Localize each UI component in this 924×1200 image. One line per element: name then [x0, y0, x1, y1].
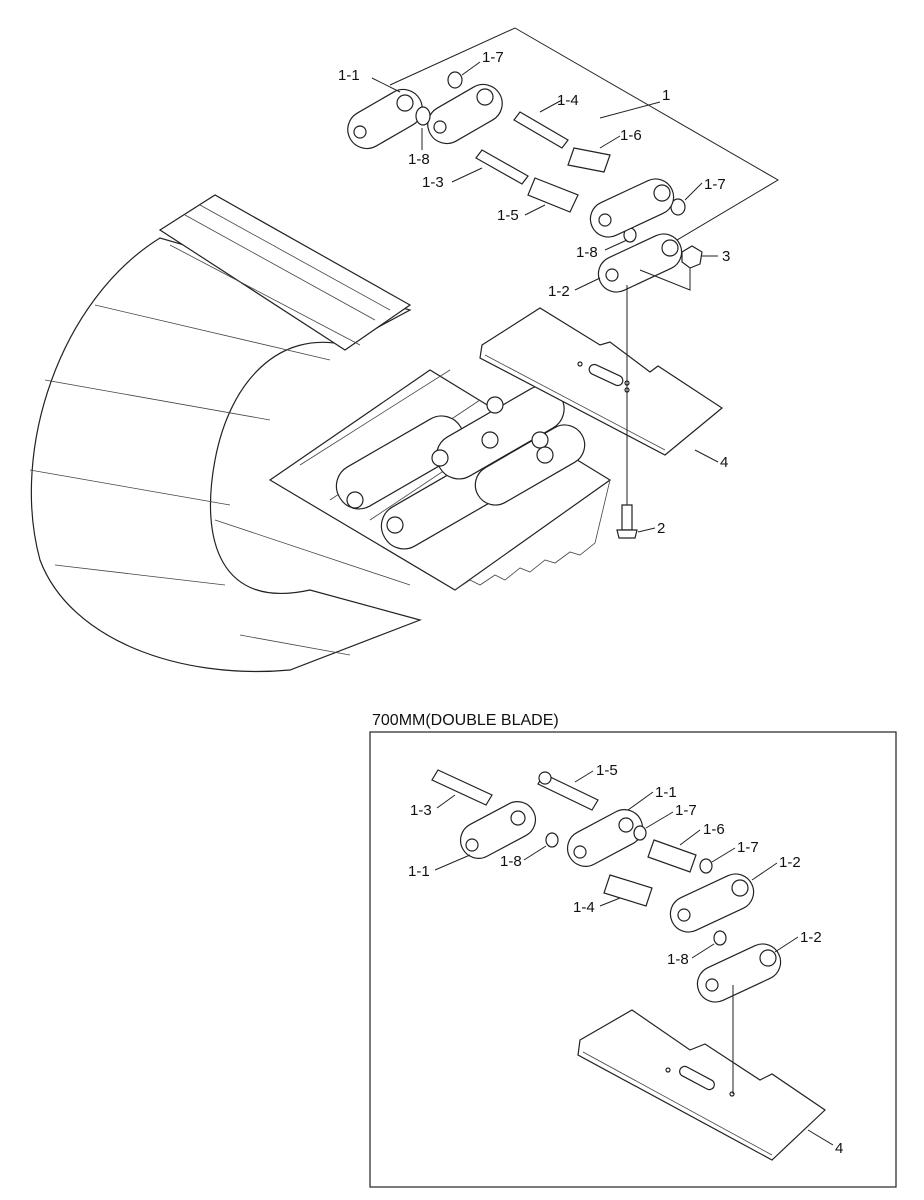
link-1-2-part	[589, 178, 683, 293]
inset-label-1-4: 1-4	[573, 899, 595, 916]
main-callouts: 1 1-1 1-7 1-4 1-6 1-8 1-3 1-5 1-7 1-8 1-…	[338, 49, 730, 537]
inset-label-1-2-top: 1-2	[779, 854, 801, 871]
inset-label-1-7-top: 1-7	[675, 802, 697, 819]
label-1-5: 1-5	[497, 207, 519, 224]
label-1-6: 1-6	[620, 127, 642, 144]
label-4: 4	[720, 454, 728, 471]
label-1-7-right: 1-7	[704, 176, 726, 193]
inset-label-1-3: 1-3	[410, 802, 432, 819]
track-assembly-drawing	[29, 194, 612, 673]
inset-label-1-7-right: 1-7	[737, 839, 759, 856]
inset-label-1-6: 1-6	[703, 821, 725, 838]
label-1-7-top: 1-7	[482, 49, 504, 66]
label-1-2: 1-2	[548, 283, 570, 300]
label-1-8-top: 1-8	[408, 151, 430, 168]
inset-frame	[369, 731, 897, 1188]
label-3: 3	[722, 248, 730, 265]
inset-label-1-8-right: 1-8	[667, 951, 689, 968]
label-1-1: 1-1	[338, 67, 360, 84]
label-1-3: 1-3	[422, 174, 444, 191]
label-1: 1	[662, 87, 670, 104]
inset-callouts: 1-5 1-3 1-1 1-7 1-6 1-1 1-8 1-7 1-2 1-4 …	[408, 762, 843, 1157]
inset-title: 700MM(DOUBLE BLADE)	[372, 712, 559, 729]
inset-label-1-2-bottom: 1-2	[800, 929, 822, 946]
label-1-4: 1-4	[557, 92, 579, 109]
inset-label-1-1-right: 1-1	[655, 784, 677, 801]
label-1-8-mid: 1-8	[576, 244, 598, 261]
inset-label-1-1-left: 1-1	[408, 863, 430, 880]
label-2: 2	[657, 520, 665, 537]
inset-label-4: 4	[835, 1140, 843, 1157]
chain-links	[335, 385, 586, 550]
inset-double-blade: 700MM(DOUBLE BLADE)	[369, 712, 897, 1188]
exploded-parts-main	[347, 27, 779, 539]
inset-label-1-8-left: 1-8	[500, 853, 522, 870]
link-1-1-part	[347, 83, 503, 150]
inset-label-1-5: 1-5	[596, 762, 618, 779]
